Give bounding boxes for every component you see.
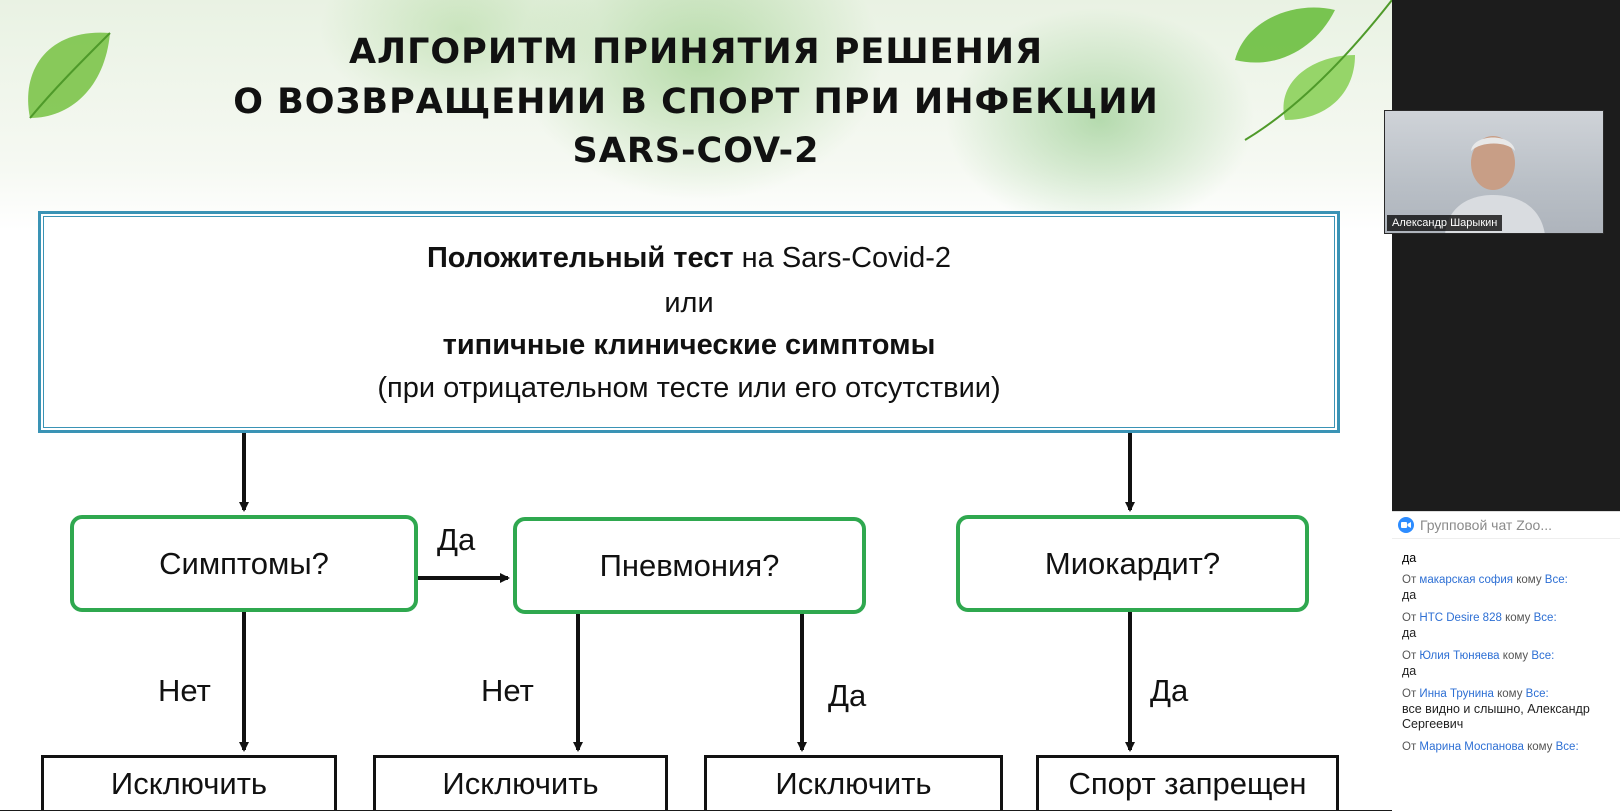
edge-label-symptoms-yes: Да [437, 522, 475, 558]
participant-video-tile[interactable]: Александр Шарыкин [1384, 110, 1604, 234]
chat-message-text: да [1402, 588, 1610, 603]
chat-sender[interactable]: макарская софия [1419, 574, 1513, 586]
chat-sender[interactable]: HTC Desire 828 [1419, 612, 1501, 624]
chat-from-label: От [1402, 612, 1416, 624]
chat-to-label: кому [1497, 688, 1522, 700]
chat-message: От HTC Desire 828 кому Все: да [1392, 611, 1620, 641]
chat-recipient[interactable]: Все: [1556, 741, 1579, 753]
chat-recipient[interactable]: Все: [1526, 688, 1549, 700]
chat-message: От Инна Трунина кому Все: все видно и сл… [1392, 687, 1620, 732]
chat-header[interactable]: Групповой чат Zoo... [1392, 512, 1620, 539]
chat-to-label: кому [1516, 574, 1541, 586]
outcome-box-3: Исключить [704, 755, 1003, 810]
chat-message: От Марина Моспанова кому Все: [1392, 740, 1620, 755]
node-pneumonia: Пневмония? [513, 517, 866, 614]
outcome-box-2: Исключить [373, 755, 668, 810]
edge-label-symptoms-no: Нет [158, 673, 211, 709]
chat-to-label: кому [1503, 650, 1528, 662]
zoom-logo-icon [1398, 517, 1414, 533]
edge-label-myocarditis-yes: Да [1150, 673, 1188, 709]
outcome-box-4: Спорт запрещен [1036, 755, 1339, 810]
chat-sender[interactable]: Инна Трунина [1419, 688, 1493, 700]
node-myocarditis: Миокардит? [956, 515, 1309, 612]
chat-recipient[interactable]: Все: [1534, 612, 1557, 624]
participant-name-label: Александр Шарыкин [1387, 215, 1502, 231]
chat-sender[interactable]: Марина Моспанова [1419, 741, 1523, 753]
chat-from-label: От [1402, 574, 1416, 586]
chat-recipient[interactable]: Все: [1531, 650, 1554, 662]
chat-message-text: да [1402, 664, 1610, 679]
edge-label-pneumonia-yes: Да [828, 678, 866, 714]
shared-slide: АЛГОРИТМ ПРИНЯТИЯ РЕШЕНИЯ О ВОЗВРАЩЕНИИ … [0, 0, 1392, 810]
group-chat-panel: Групповой чат Zoo... да От макарская соф… [1392, 511, 1620, 811]
chat-title: Групповой чат Zoo... [1420, 517, 1552, 533]
chat-sender[interactable]: Юлия Тюняева [1419, 650, 1499, 662]
chat-message-text: да [1402, 626, 1610, 641]
chat-from-label: От [1402, 650, 1416, 662]
chat-recipient[interactable]: Все: [1545, 574, 1568, 586]
node-symptoms: Симптомы? [70, 515, 418, 612]
edge-label-pneumonia-no: Нет [481, 673, 534, 709]
chat-message: От макарская софия кому Все: да [1392, 573, 1620, 603]
chat-message-text: да [1392, 551, 1620, 565]
chat-message: От Юлия Тюняева кому Все: да [1392, 649, 1620, 679]
chat-to-label: кому [1505, 612, 1530, 624]
chat-to-label: кому [1527, 741, 1552, 753]
chat-message-cut [1392, 539, 1620, 549]
chat-from-label: От [1402, 688, 1416, 700]
chat-from-label: От [1402, 741, 1416, 753]
chat-message-text: все видно и слышно, Александр Сергеевич [1402, 702, 1610, 732]
outcome-box-1: Исключить [41, 755, 337, 810]
